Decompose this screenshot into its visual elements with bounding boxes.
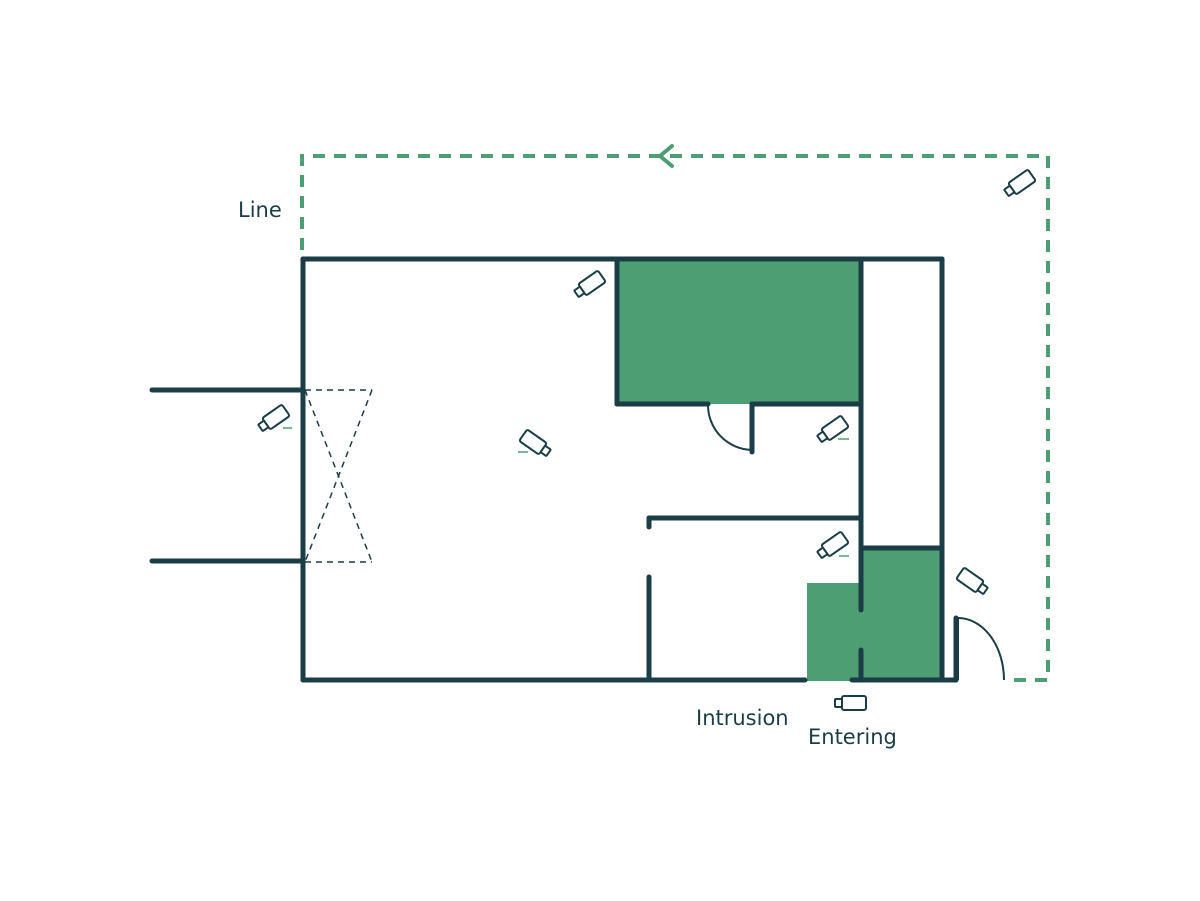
- security-camera-icon: [255, 403, 291, 435]
- security-camera-icon: [1001, 168, 1037, 200]
- intrusion-label: Intrusion: [696, 706, 789, 730]
- security-camera-icon: [814, 414, 850, 446]
- building-walls: [149, 256, 959, 683]
- security-camera-icon: [571, 269, 607, 301]
- green-zone-entry-column: [861, 548, 941, 681]
- entering-label: Entering: [808, 725, 897, 749]
- camera-mount-ticks: [283, 427, 849, 557]
- door-swing-icon: [706, 403, 753, 451]
- security-camera-icon: [518, 428, 554, 460]
- security-camera-icon: [834, 695, 867, 711]
- green-zone-top-room: [617, 259, 860, 404]
- gate-dashed-x: [304, 389, 373, 563]
- arrow-left-icon: [658, 144, 674, 168]
- door-swing-icon-exterior: [957, 617, 1005, 681]
- line-label: Line: [238, 198, 282, 222]
- green-zone-entry-square: [807, 583, 861, 681]
- security-camera-icon: [955, 566, 991, 598]
- virtual-line-dashed: [300, 154, 1050, 682]
